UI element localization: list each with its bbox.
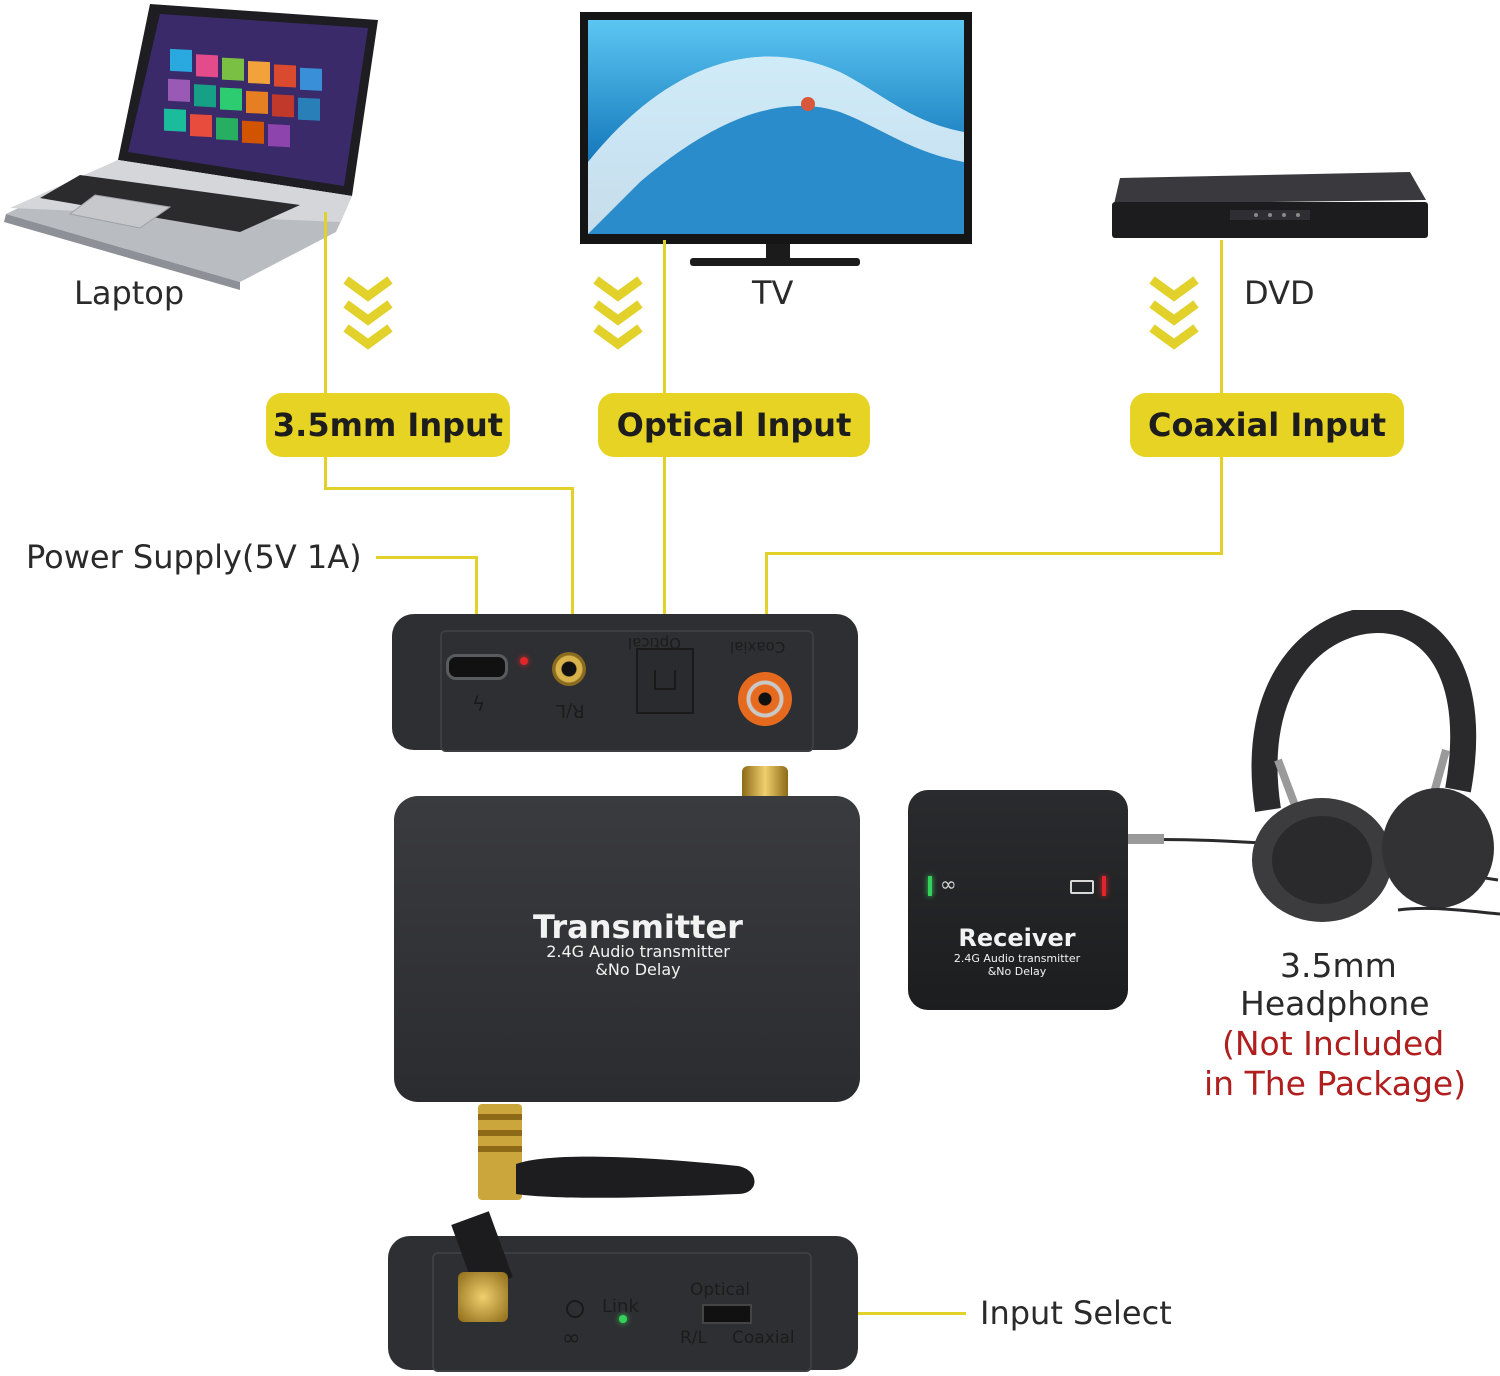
down-chevrons-icon-laptop [343,276,393,350]
antenna [478,1104,755,1200]
link-icon: ∞ [562,1326,581,1351]
power-supply-label: Power Supply(5V 1A) [26,538,362,576]
coaxial-input-label: Coaxial Input [1130,393,1404,457]
rl-port-label: R/L [556,700,585,721]
not-included-note-line1: (Not Included [1222,1024,1445,1063]
link-label: Link [602,1296,639,1317]
not-included-note-line2: in The Package) [1204,1064,1467,1103]
switch-optical-label: Optical [690,1280,751,1300]
laptop-label: Laptop [74,274,185,312]
usb-c-port-icon [446,654,508,680]
aux-input-label: 3.5mm Input [266,393,510,457]
switch-coaxial-label: Coaxial [732,1328,795,1348]
antenna-nut [458,1272,508,1322]
receiver-unit: ∞ Receiver 2.4G Audio transmitter &No De… [908,790,1128,1010]
dvd-player-image [1112,172,1428,238]
transmitter-back-panel: ϟ R/L Optical Coaxial [392,614,858,752]
laptop-image [4,4,378,290]
transmitter-title: Transmitter [533,908,743,946]
switch-rl-label: R/L [680,1328,708,1348]
dvd-label: DVD [1244,274,1315,312]
down-chevrons-icon-dvd [1149,276,1199,350]
tv-image [580,12,972,266]
optical-port-label: Optical [628,634,681,652]
headphone-size-label: 3.5mm [1280,946,1397,985]
transmitter-subtitle: 2.4G Audio transmitter [546,942,730,961]
coaxial-port-label: Coaxial [730,638,786,656]
input-select-switch[interactable] [702,1304,752,1324]
optical-port-icon [636,648,694,714]
link-led [619,1315,627,1323]
transmitter-delay-note: &No Delay [595,960,681,979]
optical-input-label: Optical Input [598,393,870,457]
receiver-power-led [1102,876,1106,896]
battery-icon [1070,880,1094,894]
receiver-link-led [928,876,932,896]
receiver-link-icon: ∞ [940,872,957,896]
receiver-delay-note: &No Delay [987,965,1047,978]
receiver-subtitle: 2.4G Audio transmitter [953,952,1081,965]
input-select-label: Input Select [980,1294,1172,1332]
tv-label: TV [752,274,794,312]
headphone-image [1128,610,1500,922]
down-chevrons-icon-tv [593,276,643,350]
power-led [520,657,528,665]
coaxial-port-icon [738,672,792,726]
pair-button-icon[interactable] [566,1300,584,1318]
coaxial-plug [742,766,788,800]
lightning-bolt-icon: ϟ [472,692,486,716]
transmitter-front-panel: Link ∞ Optical R/L Coaxial [388,1211,858,1372]
aux-jack-icon [552,652,586,686]
transmitter-unit: Transmitter 2.4G Audio transmitter &No D… [394,796,860,1102]
receiver-title: Receiver [958,924,1076,952]
headphone-type-label: Headphone [1240,984,1430,1023]
